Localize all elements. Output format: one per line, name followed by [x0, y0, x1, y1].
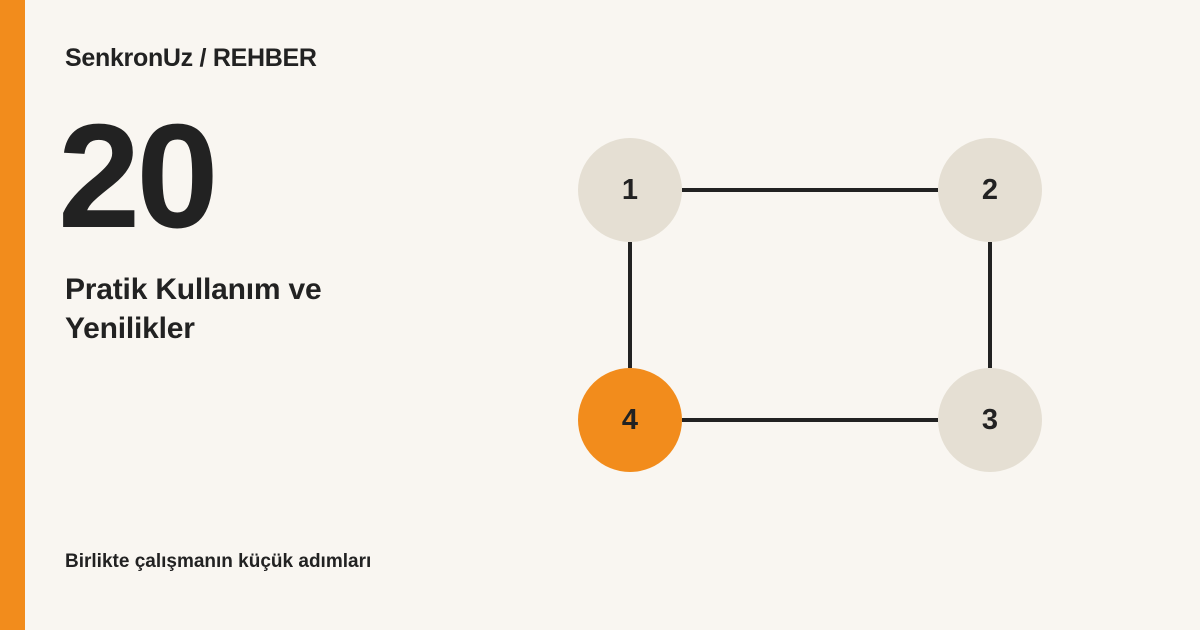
node-circle-2: [938, 138, 1042, 242]
diagram-nodes: 1 2 3 4: [578, 138, 1042, 472]
node-label-2: 2: [982, 174, 998, 206]
accent-bar: [0, 0, 25, 630]
diagram-edges: [628, 188, 992, 422]
node-circle-4: [578, 368, 682, 472]
node-2: 2: [938, 138, 1042, 242]
issue-number: 20: [58, 94, 219, 259]
node-label-3: 3: [982, 404, 998, 436]
node-circle-3: [938, 368, 1042, 472]
headline: Pratik Kullanım ve Yenilikler: [65, 273, 322, 345]
node-3: 3: [938, 368, 1042, 472]
node-4: 4: [578, 368, 682, 472]
brand-title: SenkronUz / REHBER: [65, 44, 317, 72]
node-label-4: 4: [622, 404, 638, 436]
node-label-1: 1: [622, 174, 638, 206]
node-1: 1: [578, 138, 682, 242]
tagline: Birlikte çalışmanın küçük adımları: [65, 551, 372, 572]
node-circle-1: [578, 138, 682, 242]
